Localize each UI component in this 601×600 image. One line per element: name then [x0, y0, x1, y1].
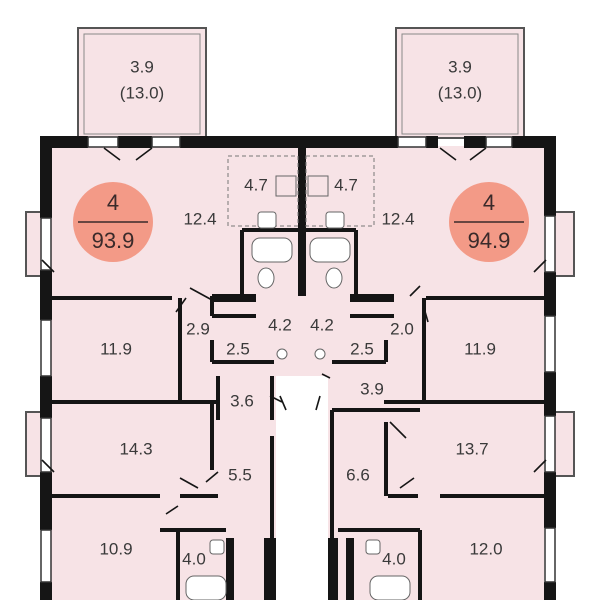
room-left-kitchen: 4.7	[244, 175, 268, 194]
balcony-right-area: 3.9	[448, 57, 472, 76]
balcony-right-area-full: (13.0)	[438, 83, 482, 102]
door-swings	[41, 147, 547, 515]
closet-blocks	[212, 296, 394, 302]
apartment-area-right: 94.9	[468, 228, 511, 253]
balcony-left	[77, 27, 207, 139]
fixtures	[185, 211, 411, 600]
room-left-corridor: 3.6	[230, 391, 254, 410]
room-right-hall-small: 2.5	[350, 339, 374, 358]
apartment-rooms-right: 4	[483, 190, 495, 215]
room-left-hall: 5.5	[228, 465, 252, 484]
room-right-bath2: 4.0	[382, 549, 406, 568]
balcony-right	[395, 27, 525, 139]
apartment-badge-left: 4 93.9	[73, 182, 153, 262]
room-right-bed2: 13.7	[455, 439, 488, 458]
room-left-bed1: 11.9	[100, 339, 132, 358]
room-right-bed3: 12.0	[469, 539, 502, 558]
room-left-bed3: 10.9	[99, 539, 132, 558]
outer-walls	[40, 136, 556, 600]
room-left-bed2: 14.3	[119, 439, 152, 458]
room-right-wc: 2.0	[390, 319, 414, 338]
room-left-bath2: 4.0	[182, 549, 206, 568]
apartment-area-left: 93.9	[92, 228, 135, 253]
room-right-bath: 4.2	[310, 315, 334, 334]
room-left-bath: 4.2	[268, 315, 292, 334]
balcony-left-area-full: (13.0)	[120, 83, 164, 102]
room-left-hall-small: 2.5	[226, 339, 250, 358]
room-left-living: 12.4	[183, 209, 216, 228]
stairwell	[276, 376, 328, 600]
room-right-corridor: 3.9	[360, 379, 384, 398]
apartment-badge-right: 4 94.9	[449, 182, 529, 262]
room-right-kitchen: 4.7	[334, 175, 358, 194]
apartment-rooms-left: 4	[107, 190, 119, 215]
room-right-living: 12.4	[381, 209, 414, 228]
room-left-wc: 2.9	[186, 319, 210, 338]
stoves	[275, 175, 329, 197]
balcony-left-area: 3.9	[130, 57, 154, 76]
windows	[40, 136, 556, 583]
room-right-bed1: 11.9	[464, 339, 496, 358]
room-right-hall: 6.6	[346, 465, 370, 484]
